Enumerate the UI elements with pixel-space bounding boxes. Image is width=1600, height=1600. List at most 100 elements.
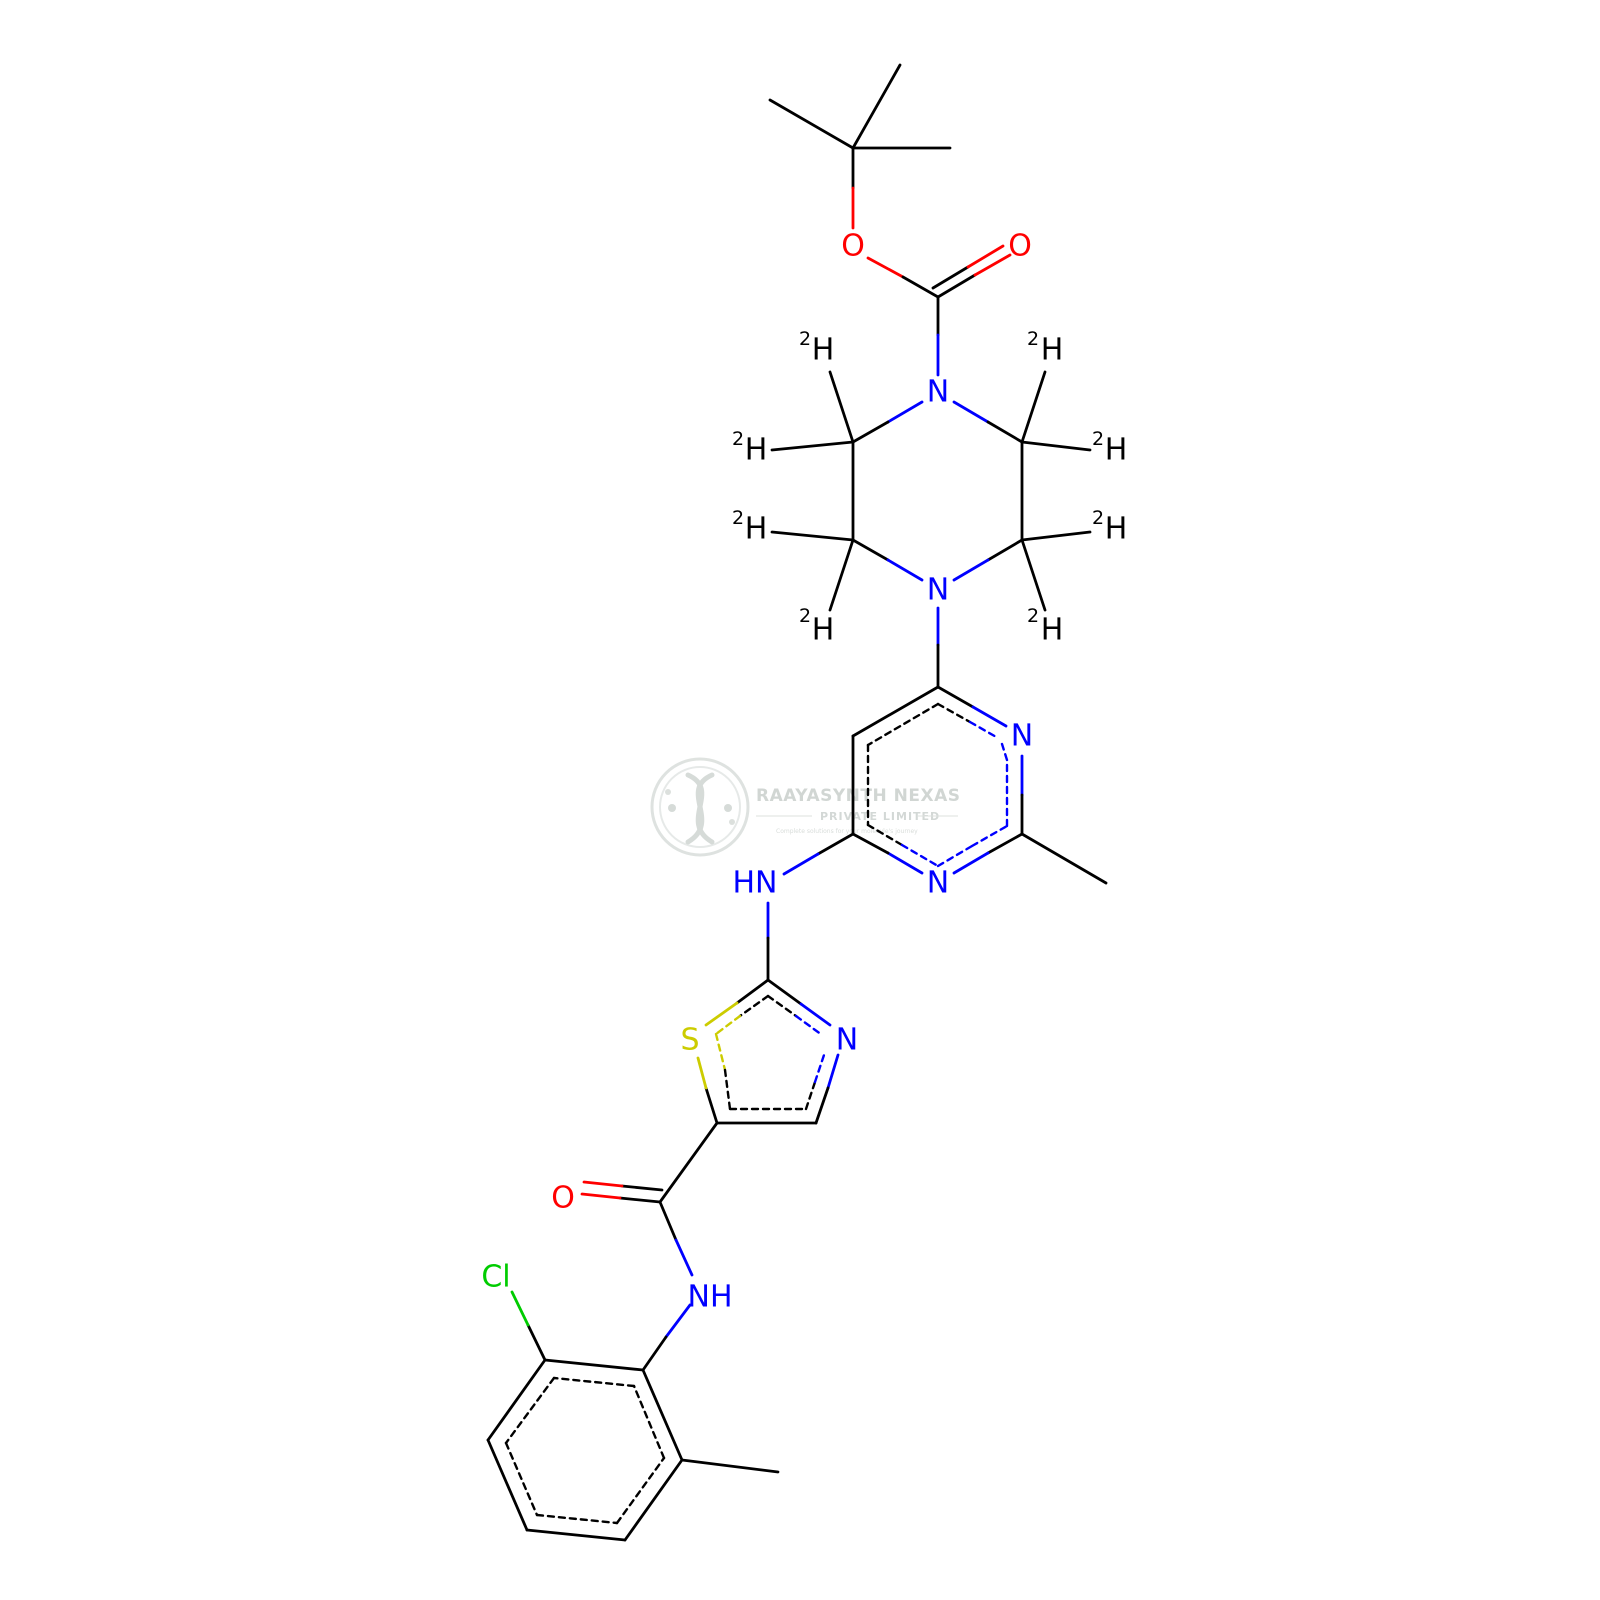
bond-thz-c2-n-blue <box>799 1002 832 1027</box>
bond-cd-c5-down <box>1020 538 1047 612</box>
bond-pip-n1-c2-black <box>851 420 890 444</box>
deuterium-c3-down: 2 H <box>799 605 834 648</box>
bond-carbonyl-a-red <box>973 253 1012 277</box>
atom-nh-amide: NH <box>688 1280 733 1315</box>
atom-nh-linker: HN <box>733 866 778 901</box>
company-watermark: RAAYASYNTH NEXAS PRIVATE LIMITED Complet… <box>650 757 961 857</box>
bond-o-c-ester-red <box>866 256 905 279</box>
svg-text:H: H <box>812 613 835 648</box>
watermark-subtitle: PRIVATE LIMITED <box>820 810 940 823</box>
bond-pyr-c2-n1-black <box>986 832 1024 855</box>
svg-text:2: 2 <box>1092 428 1104 450</box>
atom-n-thiazole: N <box>836 1023 858 1058</box>
watermark-company-name: RAAYASYNTH NEXAS <box>756 786 961 806</box>
bond-pyr-methyl <box>1020 832 1108 885</box>
bond-amide-co-b-red <box>582 1180 624 1188</box>
svg-text:H: H <box>812 333 835 368</box>
bond-pyr-n1-c6-blue <box>886 851 924 875</box>
bond-carbonyl-b-black <box>931 265 970 290</box>
deuterium-c2-left: 2 H <box>732 428 767 468</box>
bond-cd-c6-up <box>1020 370 1047 444</box>
svg-text:H: H <box>1041 333 1064 368</box>
deuterium-labels: 2 H 2 H 2 H 2 H 2 H 2 H 2 H 2 H <box>732 328 1127 648</box>
bond-pip-n1-c2-blue <box>886 400 924 424</box>
bond-thz-n-c4-black <box>814 1086 830 1125</box>
svg-text:2: 2 <box>732 507 744 529</box>
svg-text:2: 2 <box>799 328 811 350</box>
watermark-logo-ring-outer <box>650 757 750 857</box>
deuterium-c5-right: 2 H <box>1092 507 1127 547</box>
bond-cd-c5-right <box>1020 530 1092 542</box>
bond-thz-c2-s-black <box>735 978 770 1005</box>
bond-amide-co-a-black <box>618 1196 662 1204</box>
svg-text:H: H <box>1105 512 1128 547</box>
bond-thz-amide-c <box>658 1121 719 1204</box>
pyrimidine-aromatic-inner <box>866 702 1009 868</box>
watermark-tagline: Complete solutions for your molecule's j… <box>776 828 918 835</box>
atom-s-thiazole: S <box>680 1023 699 1058</box>
atom-o-carbonyl: O <box>1008 229 1032 264</box>
bond-amide-nh-blue <box>674 1238 694 1277</box>
bond-thz-c2-s-yellow <box>704 1001 739 1027</box>
bond-pyr-c4-c5 <box>851 685 940 738</box>
deuterium-c6-right: 2 H <box>1092 428 1127 468</box>
bond-tbu-methyl-left <box>768 98 855 150</box>
bond-pip-c3-n4-black <box>851 538 890 562</box>
bond-nh-phenyl-black <box>641 1335 668 1372</box>
bond-cd-c3-left <box>770 530 855 542</box>
watermark-logo-ring-inner <box>659 766 741 848</box>
bond-pyr-nh-blue <box>782 852 820 876</box>
bond-ph-methyl <box>680 1458 780 1474</box>
bond-ph-cl-black <box>526 1323 547 1362</box>
bond-nh-phenyl-blue <box>664 1303 692 1339</box>
bond-thz-c5-s-black <box>704 1086 719 1125</box>
bond-tbu-methyl-top <box>851 63 902 150</box>
bond-thz-n-c4-blue <box>826 1053 840 1090</box>
bond-amide-co-b-black <box>620 1184 664 1192</box>
bond-pip-n1-c6-blue <box>952 400 990 424</box>
bond-ph-c1-c2 <box>543 1358 645 1372</box>
svg-text:2: 2 <box>732 428 744 450</box>
bond-ph-cl-green <box>510 1290 530 1327</box>
atom-n-pyrimidine-right: N <box>1011 719 1033 754</box>
thiazole-aromatic-inner <box>714 994 826 1111</box>
bond-cd-c6-right <box>1020 440 1092 452</box>
svg-text:2: 2 <box>1027 328 1039 350</box>
phenyl-aromatic-inner <box>504 1376 666 1525</box>
svg-text:2: 2 <box>1092 507 1104 529</box>
atom-n-piperazine-bottom: N <box>927 573 949 608</box>
svg-text:H: H <box>745 512 768 547</box>
bond-pyr-n1-c6-black <box>851 832 890 855</box>
svg-text:2: 2 <box>1027 605 1039 627</box>
bond-cd-c2-left <box>770 440 855 452</box>
bond-pip-c5-n4-blue <box>952 558 990 582</box>
atom-n-pyrimidine-bottom: N <box>927 866 949 901</box>
bond-ph-c5-c6 <box>623 1458 684 1542</box>
deuterium-c5-down: 2 H <box>1027 605 1063 648</box>
bond-pyr-c2-n1-blue <box>952 851 990 875</box>
atom-n-piperazine-top: N <box>927 375 949 410</box>
bond-cd-c3-down <box>828 538 855 612</box>
bond-pip-n1-c6-black <box>986 420 1024 444</box>
atom-cl: Cl <box>481 1260 510 1295</box>
bond-thz-c2-n-black <box>766 978 803 1006</box>
bond-o-c-ester-black <box>901 275 940 299</box>
bond-amide-co-a-red <box>580 1192 622 1200</box>
bonds <box>486 63 1108 1542</box>
deuterium-c3-left: 2 H <box>732 507 767 547</box>
svg-text:H: H <box>1041 613 1064 648</box>
svg-text:2: 2 <box>799 605 811 627</box>
svg-text:H: H <box>1105 433 1128 468</box>
svg-text:H: H <box>745 433 768 468</box>
bond-carbonyl-b-red <box>966 244 1005 269</box>
bond-thz-c5-s-yellow <box>696 1056 708 1090</box>
bond-carbonyl-a-black <box>936 273 977 299</box>
dna-helix-icon <box>665 772 735 845</box>
bond-pyr-nh-black <box>816 832 855 856</box>
bond-pyr-c4-n3-blue <box>971 705 1008 728</box>
bond-amide-nh-black <box>658 1200 678 1242</box>
atom-o-amide: O <box>551 1181 575 1216</box>
bond-ph-c4-c5 <box>525 1528 627 1542</box>
bond-pyr-c4-n3-black <box>936 685 975 709</box>
